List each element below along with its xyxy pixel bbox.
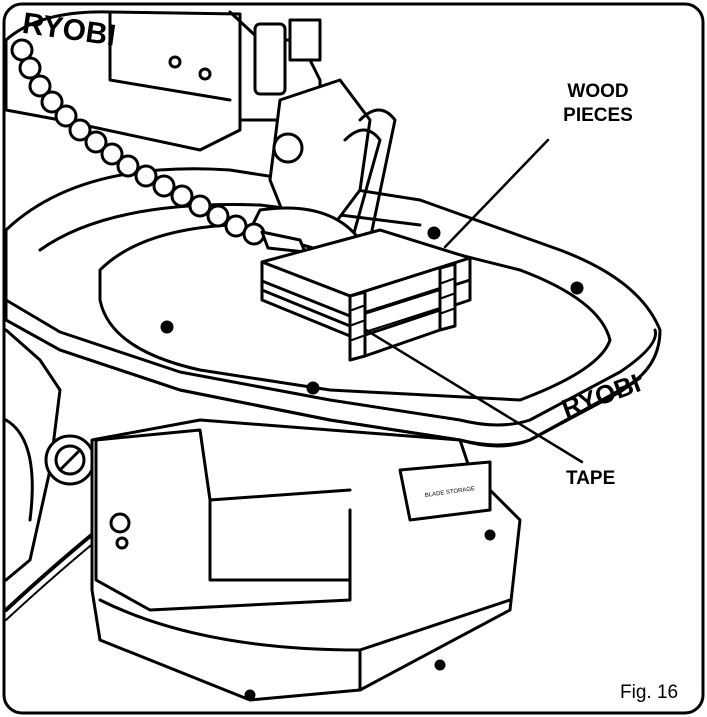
wood-pieces-label-line2: PIECES	[563, 105, 633, 126]
wood-pieces-leader	[443, 138, 550, 249]
wood-pieces	[260, 228, 472, 362]
wood-pieces-callout: WOOD PIECES	[528, 80, 668, 128]
base-housing	[90, 418, 522, 702]
blade-storage-bracket	[398, 460, 492, 522]
tape-callout: TAPE	[566, 468, 616, 489]
scroll-saw-drawing	[4, 10, 662, 702]
wood-pieces-label-line1: WOOD	[567, 81, 629, 102]
tape-leader	[364, 328, 584, 464]
motor-housing	[4, 328, 62, 582]
figure-caption: Fig. 16	[620, 682, 679, 703]
blade-guard	[268, 78, 372, 232]
tension-knob	[272, 132, 304, 164]
